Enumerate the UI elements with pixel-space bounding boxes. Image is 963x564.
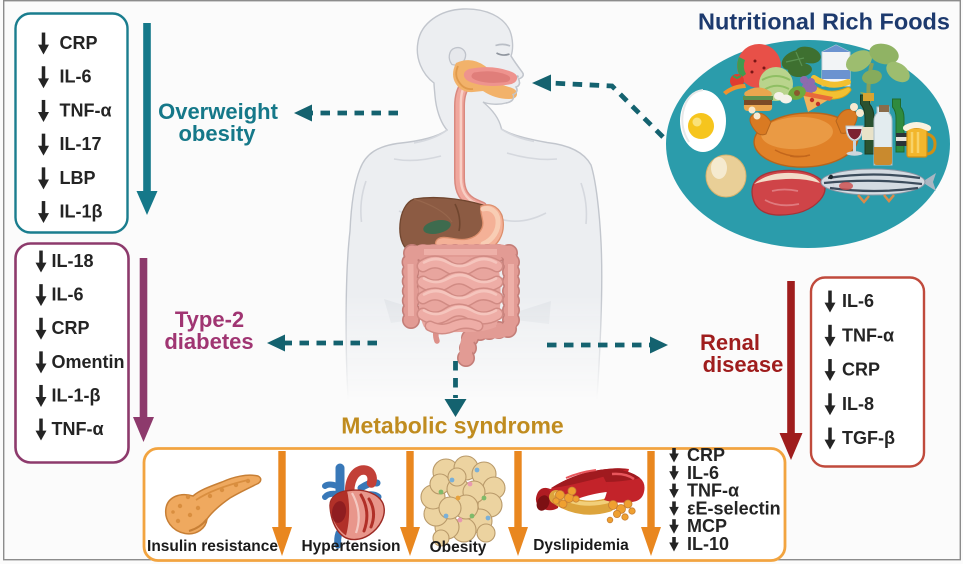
svg-text:Insulin resistance: Insulin resistance bbox=[147, 538, 278, 555]
svg-text:IL-10: IL-10 bbox=[687, 534, 729, 554]
svg-text:Type-2: Type-2 bbox=[175, 307, 244, 332]
svg-text:CRP: CRP bbox=[60, 33, 98, 53]
svg-text:TNF-α: TNF-α bbox=[842, 325, 894, 345]
svg-text:Metabolic syndrome: Metabolic syndrome bbox=[341, 413, 563, 439]
svg-text:IL-6: IL-6 bbox=[687, 463, 719, 483]
svg-text:IL-1β: IL-1β bbox=[60, 202, 103, 222]
svg-text:TNF-α: TNF-α bbox=[687, 481, 739, 501]
svg-text:CRP: CRP bbox=[52, 318, 90, 338]
svg-text:TNF-α: TNF-α bbox=[52, 419, 104, 439]
svg-text:CRP: CRP bbox=[687, 445, 725, 465]
svg-text:IL-6: IL-6 bbox=[52, 285, 84, 305]
svg-text:IL-17: IL-17 bbox=[60, 134, 102, 154]
svg-text:diabetes: diabetes bbox=[164, 329, 253, 354]
svg-text:Overweight: Overweight bbox=[158, 99, 278, 124]
svg-text:TNF-α: TNF-α bbox=[60, 100, 112, 120]
svg-text:LBP: LBP bbox=[60, 168, 96, 188]
svg-text:IL-6: IL-6 bbox=[842, 291, 874, 311]
svg-text:IL-1-β: IL-1-β bbox=[52, 385, 101, 405]
svg-text:Renal: Renal bbox=[700, 330, 760, 355]
svg-text:Omentin: Omentin bbox=[52, 352, 125, 372]
svg-text:IL-6: IL-6 bbox=[60, 67, 92, 87]
svg-text:obesity: obesity bbox=[178, 121, 256, 146]
svg-text:disease: disease bbox=[703, 352, 784, 377]
svg-text:Hypertension: Hypertension bbox=[301, 538, 400, 555]
svg-text:Nutritional Rich Foods: Nutritional Rich Foods bbox=[698, 9, 950, 35]
svg-text:CRP: CRP bbox=[842, 360, 880, 380]
svg-text:εE-selectin: εE-selectin bbox=[687, 498, 781, 518]
svg-text:IL-18: IL-18 bbox=[52, 251, 94, 271]
svg-text:MCP: MCP bbox=[687, 516, 727, 536]
svg-text:IL-8: IL-8 bbox=[842, 394, 874, 414]
svg-text:Dyslipidemia: Dyslipidemia bbox=[533, 537, 629, 554]
svg-text:Obesity: Obesity bbox=[430, 539, 487, 556]
svg-text:TGF-β: TGF-β bbox=[842, 428, 895, 448]
